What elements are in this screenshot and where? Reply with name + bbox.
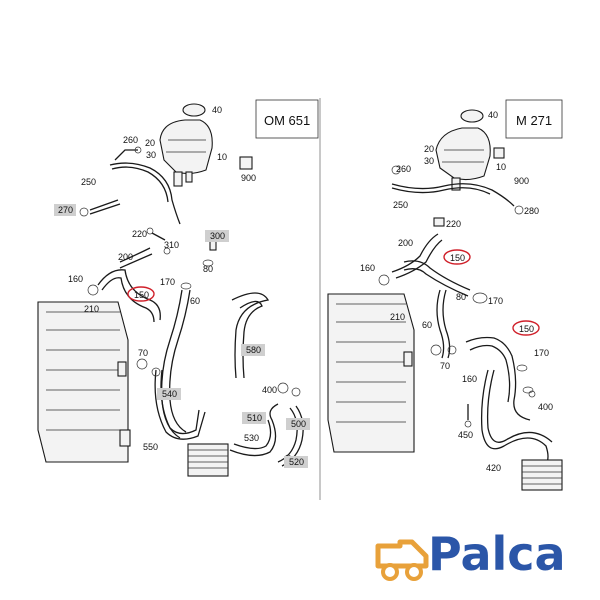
sensor-left bbox=[239, 156, 253, 170]
label-170-left: 170 bbox=[160, 277, 175, 287]
label-170-right-lower: 170 bbox=[534, 348, 549, 358]
logo-text: Palca bbox=[428, 527, 566, 581]
label-550-left: 550 bbox=[143, 442, 158, 452]
label-300-left: 300 bbox=[210, 231, 225, 241]
label-160-right-upper: 160 bbox=[360, 263, 375, 273]
right-panel: M 271 bbox=[327, 99, 563, 491]
engine-label-right: M 271 bbox=[516, 113, 552, 128]
label-40-right: 40 bbox=[488, 110, 498, 120]
hose-270-left bbox=[89, 199, 119, 211]
expansion-tank-right bbox=[435, 109, 491, 191]
label-70-left: 70 bbox=[138, 348, 148, 358]
label-150-left: 150 bbox=[134, 290, 149, 300]
label-900-left: 900 bbox=[241, 173, 256, 183]
label-220-right: 220 bbox=[446, 219, 461, 229]
engine-label-left: OM 651 bbox=[264, 113, 310, 128]
label-450-right: 450 bbox=[458, 430, 473, 440]
label-250-right: 250 bbox=[393, 200, 408, 210]
label-540-left: 540 bbox=[162, 389, 177, 399]
label-200-right: 200 bbox=[398, 238, 413, 248]
palca-logo: Palca bbox=[375, 527, 566, 581]
label-80-left: 80 bbox=[203, 264, 213, 274]
label-260-left: 260 bbox=[123, 135, 138, 145]
label-210-left: 210 bbox=[84, 304, 99, 314]
label-70-right: 70 bbox=[440, 361, 450, 371]
radiator-right bbox=[327, 293, 415, 453]
label-60-left: 60 bbox=[190, 296, 200, 306]
label-510-left: 510 bbox=[247, 413, 262, 423]
label-160-left: 160 bbox=[68, 274, 83, 284]
label-400-right: 400 bbox=[538, 402, 553, 412]
label-270-left: 270 bbox=[58, 205, 73, 215]
hose-150-right-lower bbox=[465, 336, 531, 421]
label-580-left: 580 bbox=[246, 345, 261, 355]
label-400-left: 400 bbox=[262, 385, 277, 395]
label-220-left: 220 bbox=[132, 229, 147, 239]
engine-label-box-right bbox=[505, 99, 563, 139]
hose-420-right bbox=[480, 369, 549, 465]
label-80-right: 80 bbox=[456, 292, 466, 302]
oil-cooler-right bbox=[521, 459, 563, 491]
hose-200-left bbox=[119, 247, 151, 263]
label-520-left: 520 bbox=[289, 457, 304, 467]
label-170-right-upper: 170 bbox=[488, 296, 503, 306]
label-500-left: 500 bbox=[291, 419, 306, 429]
oil-cooler-left bbox=[187, 443, 229, 477]
left-panel: OM 651 bbox=[37, 99, 319, 477]
label-200-left: 200 bbox=[118, 252, 133, 262]
label-530-left: 530 bbox=[244, 433, 259, 443]
label-20-right: 20 bbox=[424, 144, 434, 154]
engine-label-box-left bbox=[255, 99, 319, 139]
hose-250-left bbox=[109, 162, 181, 225]
truck-icon bbox=[375, 539, 429, 581]
expansion-tank-left bbox=[159, 103, 213, 187]
label-160-right-lower: 160 bbox=[462, 374, 477, 384]
label-40-left: 40 bbox=[212, 105, 222, 115]
hose-580-left bbox=[231, 292, 270, 379]
label-150-right-lower: 150 bbox=[519, 324, 534, 334]
label-60-right: 60 bbox=[422, 320, 432, 330]
label-310-left: 310 bbox=[164, 240, 179, 250]
highlight-150-left bbox=[127, 286, 155, 302]
label-260-right: 260 bbox=[396, 164, 411, 174]
hose-200-right bbox=[391, 233, 439, 273]
label-10-left: 10 bbox=[217, 152, 227, 162]
label-900-right: 900 bbox=[514, 176, 529, 186]
label-280-right: 280 bbox=[524, 206, 539, 216]
label-20-left: 20 bbox=[145, 138, 155, 148]
highlight-150-right-upper bbox=[443, 249, 471, 265]
highlight-150-right-lower bbox=[512, 320, 540, 336]
hose-60-right bbox=[436, 289, 445, 359]
label-30-left: 30 bbox=[146, 150, 156, 160]
sensor-right bbox=[493, 147, 505, 159]
label-30-right: 30 bbox=[424, 156, 434, 166]
hose-250-right bbox=[391, 183, 515, 207]
hose-540-left bbox=[154, 369, 206, 440]
hose-150-right-upper bbox=[403, 260, 471, 291]
label-420-right: 420 bbox=[486, 463, 501, 473]
hose-500-left bbox=[277, 407, 298, 463]
label-210-right: 210 bbox=[390, 312, 405, 322]
radiator-left bbox=[37, 301, 131, 463]
label-150-right-upper: 150 bbox=[450, 253, 465, 263]
label-10-right: 10 bbox=[496, 162, 506, 172]
label-250-left: 250 bbox=[81, 177, 96, 187]
